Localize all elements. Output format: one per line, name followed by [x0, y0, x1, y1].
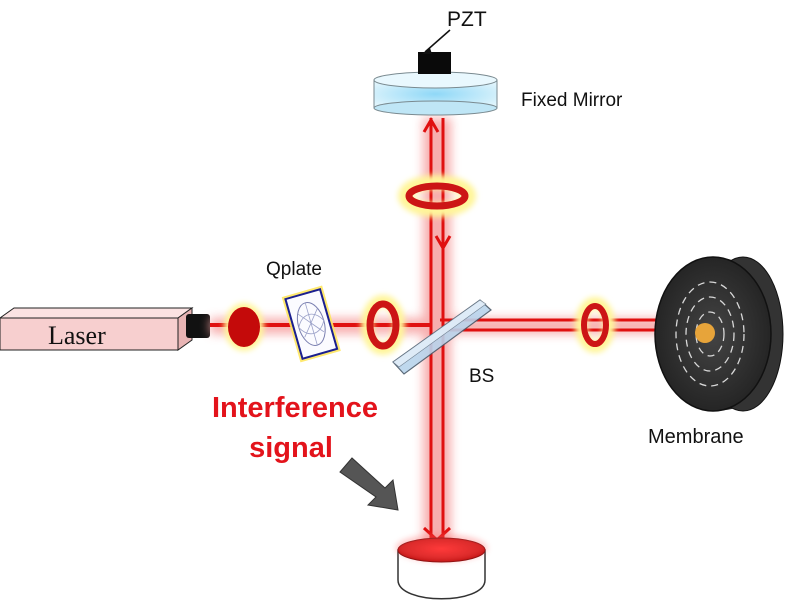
- pzt-pointer: [424, 29, 451, 53]
- bs-label: BS: [469, 366, 495, 387]
- photodetector: [395, 534, 488, 600]
- membrane-label: Membrane: [648, 426, 744, 448]
- arrow-down-right-icon: [339, 457, 399, 511]
- interference-signal-line1: Interference: [211, 392, 378, 424]
- pzt-label: PZT: [447, 8, 487, 31]
- fixed-mirror: [373, 29, 498, 116]
- beam-splitter: [392, 299, 492, 375]
- laser-device: [0, 307, 210, 351]
- pzt-actuator: [418, 52, 451, 74]
- membrane: [654, 256, 784, 412]
- ring-membrane-arm: [575, 297, 615, 353]
- laser-spot: [224, 303, 264, 351]
- laser-label: Laser: [48, 321, 106, 350]
- interference-signal-line2: signal: [249, 432, 333, 464]
- ring-input-arm: [361, 295, 405, 355]
- arrow-up-icon: [422, 117, 440, 133]
- membrane-center-spot: [695, 323, 715, 343]
- qplate-label: Qplate: [266, 259, 322, 280]
- interference-signal-title: Interference signal: [170, 388, 420, 468]
- ring-vertical-arm: [398, 175, 476, 217]
- qplate: [281, 285, 341, 363]
- laser-aperture-icon: [186, 314, 210, 338]
- fixed-mirror-label: Fixed Mirror: [521, 90, 623, 111]
- arrow-down-icon: [434, 235, 452, 251]
- signal-pointer-arrow: [339, 457, 399, 511]
- polarization-rings: [224, 175, 615, 355]
